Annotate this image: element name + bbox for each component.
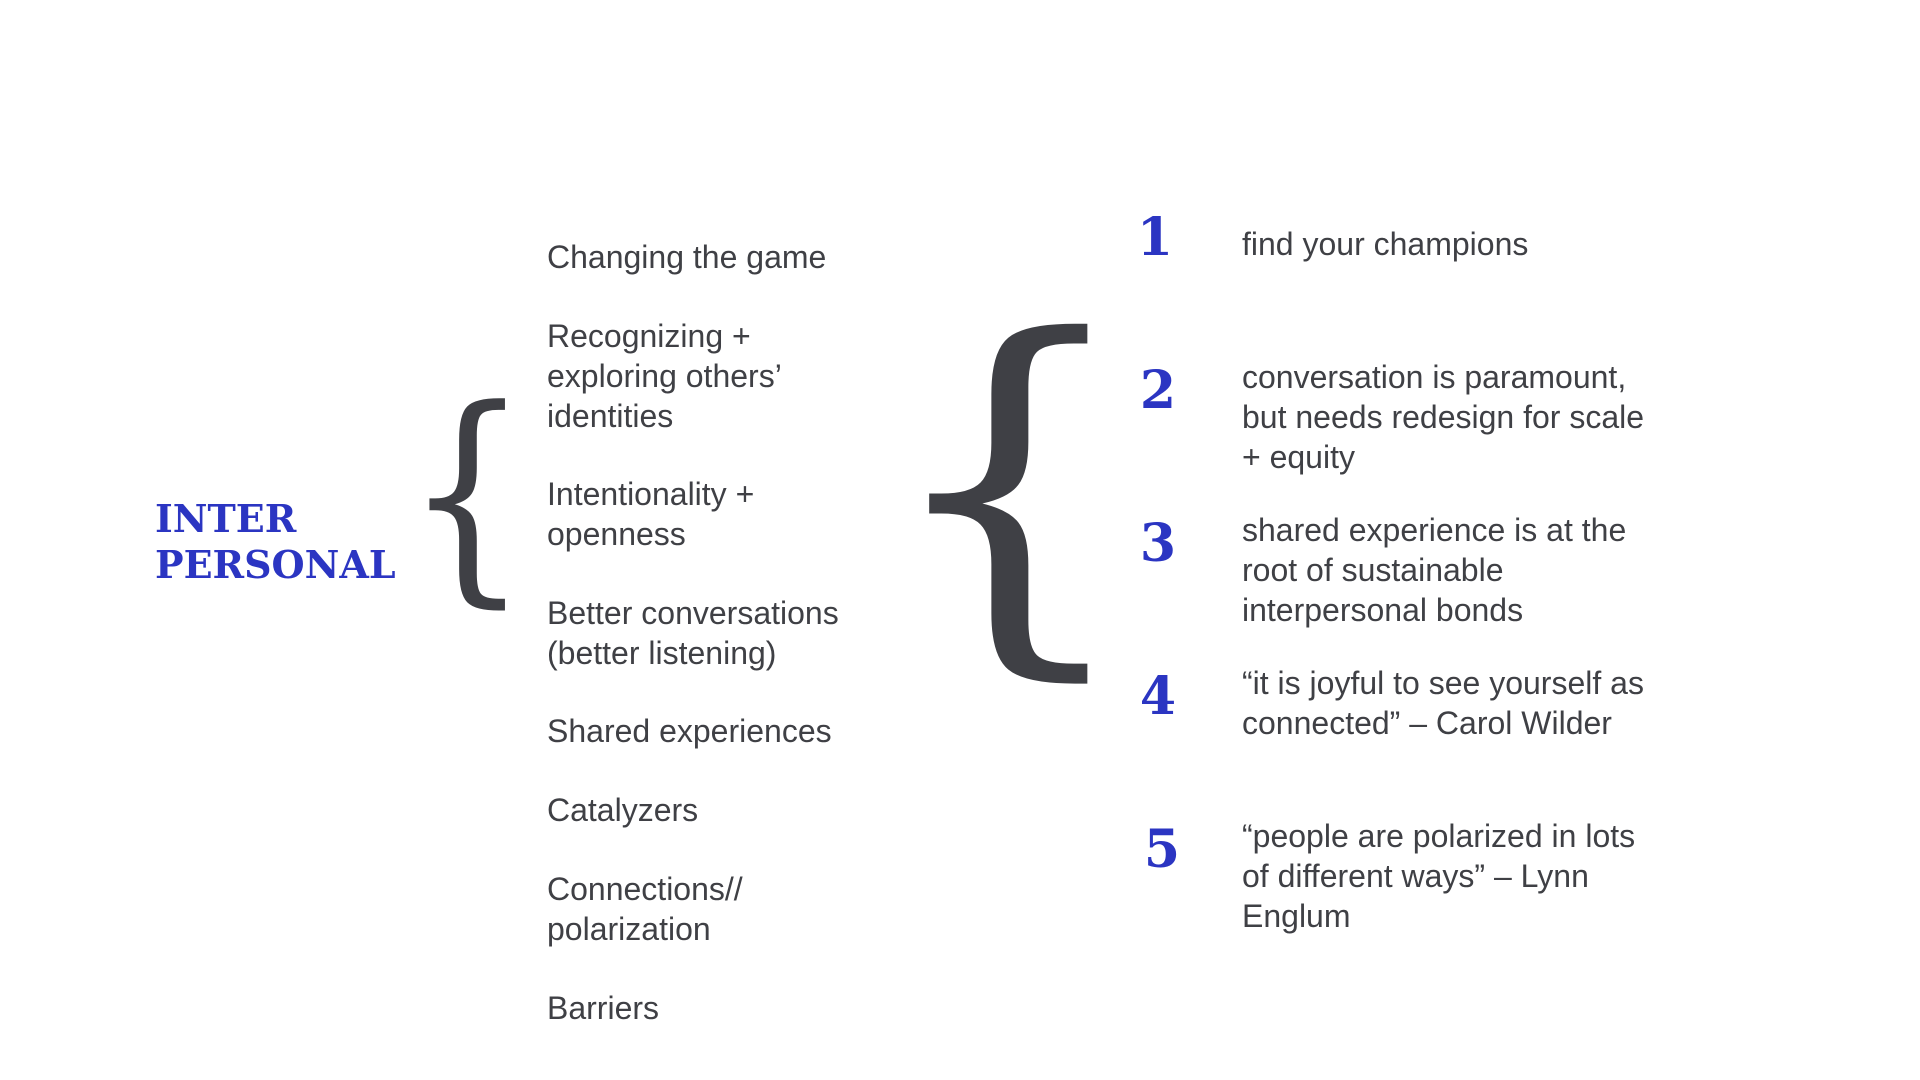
finding-line: “it is joyful to see yourself as (1242, 665, 1644, 701)
finding-line: shared experience is at the (1242, 512, 1627, 548)
finding-line: connected” – Carol Wilder (1242, 705, 1612, 741)
theme-line: Changing the game (547, 239, 827, 275)
finding-number-4: 4 (1139, 666, 1177, 727)
finding-line: Englum (1242, 898, 1351, 934)
finding-line: of different ways” – Lynn (1242, 858, 1589, 894)
theme-line: (better listening) (547, 635, 777, 671)
finding-line: but needs redesign for scale (1242, 399, 1645, 435)
finding-line: find your champions (1242, 226, 1529, 262)
theme-line: Connections// (547, 871, 743, 907)
finding-line: + equity (1242, 439, 1355, 475)
finding-number-3: 3 (1139, 513, 1177, 574)
large-brace: { (878, 258, 1139, 712)
theme-line: Intentionality + (547, 476, 755, 512)
theme-item: Intentionality + openness (547, 474, 927, 554)
theme-item: Barriers (547, 988, 927, 1028)
small-brace: { (405, 361, 530, 628)
theme-line: Recognizing + (547, 318, 751, 354)
finding-line: interpersonal bonds (1242, 592, 1524, 628)
theme-line: openness (547, 516, 686, 552)
finding-3: shared experience is at the root of sust… (1242, 510, 1762, 630)
finding-line: root of sustainable (1242, 552, 1504, 588)
theme-line: Shared experiences (547, 713, 832, 749)
finding-4: “it is joyful to see yourself as connect… (1242, 663, 1762, 743)
theme-item: Shared experiences (547, 711, 927, 751)
theme-line: Better conversations (547, 595, 839, 631)
finding-number-1: 1 (1136, 207, 1174, 268)
heading-line: PERSONAL (155, 542, 396, 587)
theme-item: Catalyzers (547, 790, 927, 830)
finding-number-2: 2 (1139, 360, 1177, 421)
finding-2: conversation is paramount, but needs red… (1242, 357, 1762, 477)
theme-item: Changing the game (547, 237, 927, 277)
theme-line: identities (547, 398, 674, 434)
theme-line: Catalyzers (547, 792, 699, 828)
theme-line: polarization (547, 911, 711, 947)
section-heading: INTER PERSONAL (155, 496, 396, 588)
theme-line: Barriers (547, 990, 660, 1026)
theme-item: Connections// polarization (547, 869, 927, 949)
theme-line: exploring others’ (547, 358, 782, 394)
theme-item: Better conversations (better listening) (547, 593, 927, 673)
theme-item: Recognizing + exploring others’ identiti… (547, 316, 927, 436)
finding-number-5: 5 (1143, 819, 1181, 880)
finding-5: “people are polarized in lots of differe… (1242, 816, 1762, 936)
finding-1: find your champions (1242, 224, 1762, 264)
heading-line: INTER (155, 496, 297, 541)
finding-line: conversation is paramount, (1242, 359, 1627, 395)
finding-line: “people are polarized in lots (1242, 818, 1636, 854)
